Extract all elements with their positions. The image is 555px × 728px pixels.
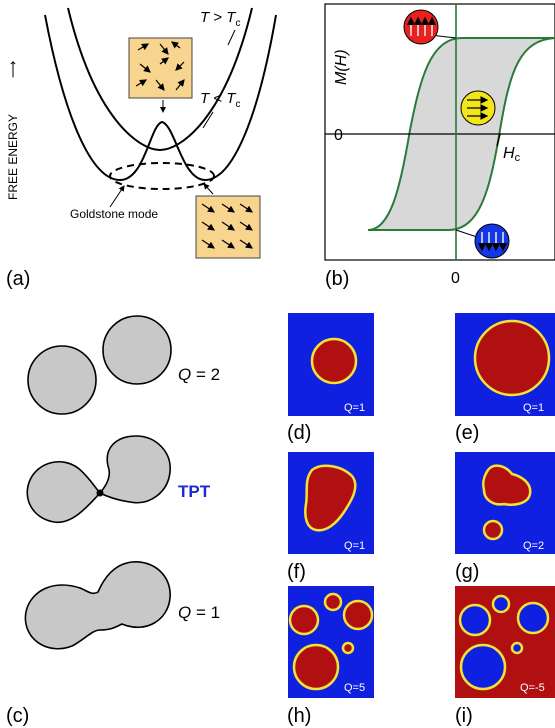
high-t-leader-line <box>227 29 236 46</box>
hysteresis-frame <box>324 3 555 261</box>
low-temperature-label: T < Tc <box>200 90 240 110</box>
goldstone-ellipse <box>109 162 215 190</box>
tile-f-q: Q=1 <box>344 540 365 552</box>
coercive-field-label: Hc <box>503 145 521 164</box>
tile-e: Q=1 (e) <box>455 313 555 444</box>
tile-h: Q=5 (h) <box>287 586 374 727</box>
hysteresis-branch-descending <box>367 37 555 231</box>
m-origin-tick: 0 <box>334 127 343 144</box>
tile-d-q: Q=1 <box>344 402 365 414</box>
goldstone-leader-line <box>109 185 125 208</box>
tile-d-label: (d) <box>287 422 311 444</box>
hysteresis-branch-ascending <box>368 37 555 231</box>
disordered-spins-inset <box>128 37 193 99</box>
panel-a: FREE ENERGY ⟶ T > Tc T < Tc <box>6 7 277 290</box>
panel-c-label: (c) <box>6 705 29 727</box>
tile-i-label: (i) <box>455 705 473 727</box>
spin-up-ball <box>403 9 457 45</box>
tile-h-label: (h) <box>287 705 311 727</box>
tile-i-q: Q=-5 <box>520 682 545 694</box>
peanut-shape <box>24 561 171 650</box>
h-origin-tick: 0 <box>451 270 460 287</box>
tile-g-q: Q=2 <box>523 540 544 552</box>
panel-c: Q = 2 TPT Q = 1 (c) <box>6 315 220 727</box>
spin-down-ball <box>455 223 510 259</box>
free-energy-curve-high-t <box>67 7 253 152</box>
coercive-tick <box>496 133 501 147</box>
tpt-contact-point <box>96 489 104 497</box>
ordered-pointer <box>203 183 214 195</box>
free-energy-curve-low-t <box>44 14 277 182</box>
tile-d: Q=1 (d) <box>287 313 374 444</box>
tpt-shape <box>26 435 171 523</box>
low-t-leader-line <box>202 111 214 129</box>
spin-mid-ball <box>460 90 496 126</box>
tile-f: Q=1 (f) <box>287 452 374 583</box>
tile-f-label: (f) <box>287 561 306 583</box>
state-q2-label: Q = 2 <box>178 365 220 384</box>
tile-g: Q=2 (g) <box>455 452 555 583</box>
high-temperature-label: T > Tc <box>200 9 240 29</box>
tile-e-label: (e) <box>455 422 479 444</box>
tile-i: Q=-5 (i) <box>455 586 555 727</box>
state-q1-label: Q = 1 <box>178 603 220 622</box>
disc-q2-right <box>102 315 172 385</box>
domain-tiles: Q=1 (d) Q=1 (e) Q=1 (f) Q=2 (g) <box>287 313 555 727</box>
tile-e-q: Q=1 <box>523 402 544 414</box>
panel-b: M(H) 0 0 Hc <box>324 3 555 290</box>
tile-g-label: (g) <box>455 561 479 583</box>
free-energy-arrow: ⟶ <box>6 61 20 78</box>
free-energy-axis-label: FREE ENERGY <box>6 114 20 200</box>
disc-q2-left <box>27 345 97 415</box>
panel-a-label: (a) <box>6 268 30 290</box>
goldstone-mode-label: Goldstone mode <box>70 207 158 221</box>
ordered-spins-inset <box>195 195 261 259</box>
tile-h-q: Q=5 <box>344 682 365 694</box>
magnetization-axis-label: M(H) <box>333 49 350 85</box>
panel-b-label: (b) <box>325 268 349 290</box>
state-tpt-label: TPT <box>178 482 211 501</box>
